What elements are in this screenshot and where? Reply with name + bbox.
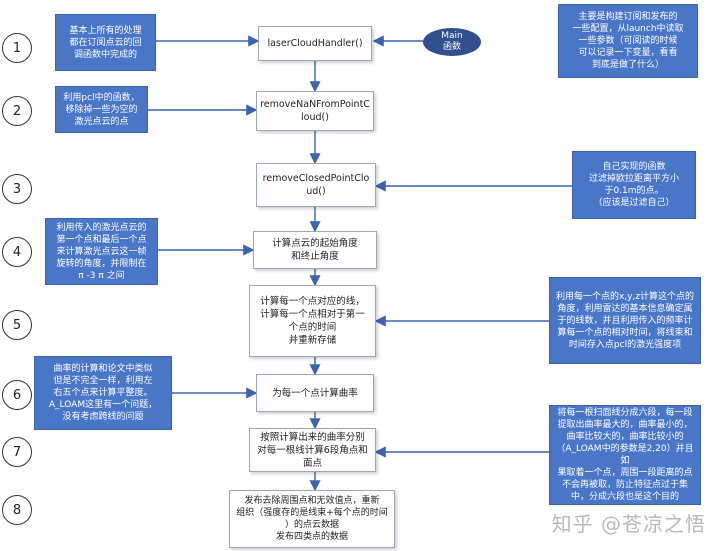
note-step-7: 将每一根扫面线分成六段，每一段 提取出曲率最大的，曲率最小的， 曲率比较大的，曲… (549, 405, 701, 505)
step-box-4: 计算点云的起始角度 和终止角度 (253, 231, 377, 269)
step-number-6: 6 (2, 380, 32, 410)
step-number-2: 2 (2, 96, 32, 126)
step-number-5: 5 (2, 310, 32, 340)
note-step-5: 利用每一个点的x,y,z计算这个点的 角度，利用雷达的基本信息确定属 于的线数，… (549, 277, 701, 364)
note-step-1: 基本上所有的处理 都在订阅点云的回 调函数中完成的 (55, 14, 156, 71)
step-number-3: 3 (2, 174, 32, 204)
note-main: 主要是构建订阅和发布的 一些配置，从launch中读取 一些参数（可阅读的时候 … (558, 4, 698, 78)
note-step-4: 利用传入的激光点云的 第一个点和最后一个点 来计算激光点云这一帧 旋转的角度，并… (45, 218, 158, 285)
step-number-7: 7 (2, 437, 32, 467)
watermark: 知乎 @苍凉之悟 (551, 512, 706, 536)
step-box-6: 为每一个点计算曲率 (256, 374, 374, 412)
step-number-4: 4 (2, 237, 32, 267)
step-box-8: 发布去除周围点和无效值点，重新 组织（强度存的是线束+每个点的时间 ）的点云数据… (229, 490, 395, 548)
step-box-2: removeNaNFromPointC loud() (256, 91, 374, 131)
note-step-6: 曲率的计算和论文中类似 但是不完全一样，利用左 右五个点来计算平整度。 A_LO… (34, 356, 172, 430)
step-box-5: 计算每一个点对应的线， 计算每一个点相对于第一 个点的时间 并重新存储 (249, 285, 376, 357)
step-box-7: 按照计算出来的曲率分别 对每一根线计算6段角点和 面点 (249, 428, 376, 472)
step-number-1: 1 (2, 33, 32, 63)
main-function-oval: Main 函数 (423, 28, 481, 56)
step-box-1: laserCloudHandler() (258, 26, 372, 61)
note-step-3: 自己实现的函数 过滤掉欧拉距离平方小 于0.1m的点。 （应该是过滤自己） (572, 151, 696, 219)
step-box-3: removeClosedPointClo ud() (256, 163, 376, 207)
step-number-8: 8 (2, 495, 32, 525)
note-step-2: 利用pcl中的函数， 移除掉一些为空的 激光点云的点 (55, 86, 148, 133)
